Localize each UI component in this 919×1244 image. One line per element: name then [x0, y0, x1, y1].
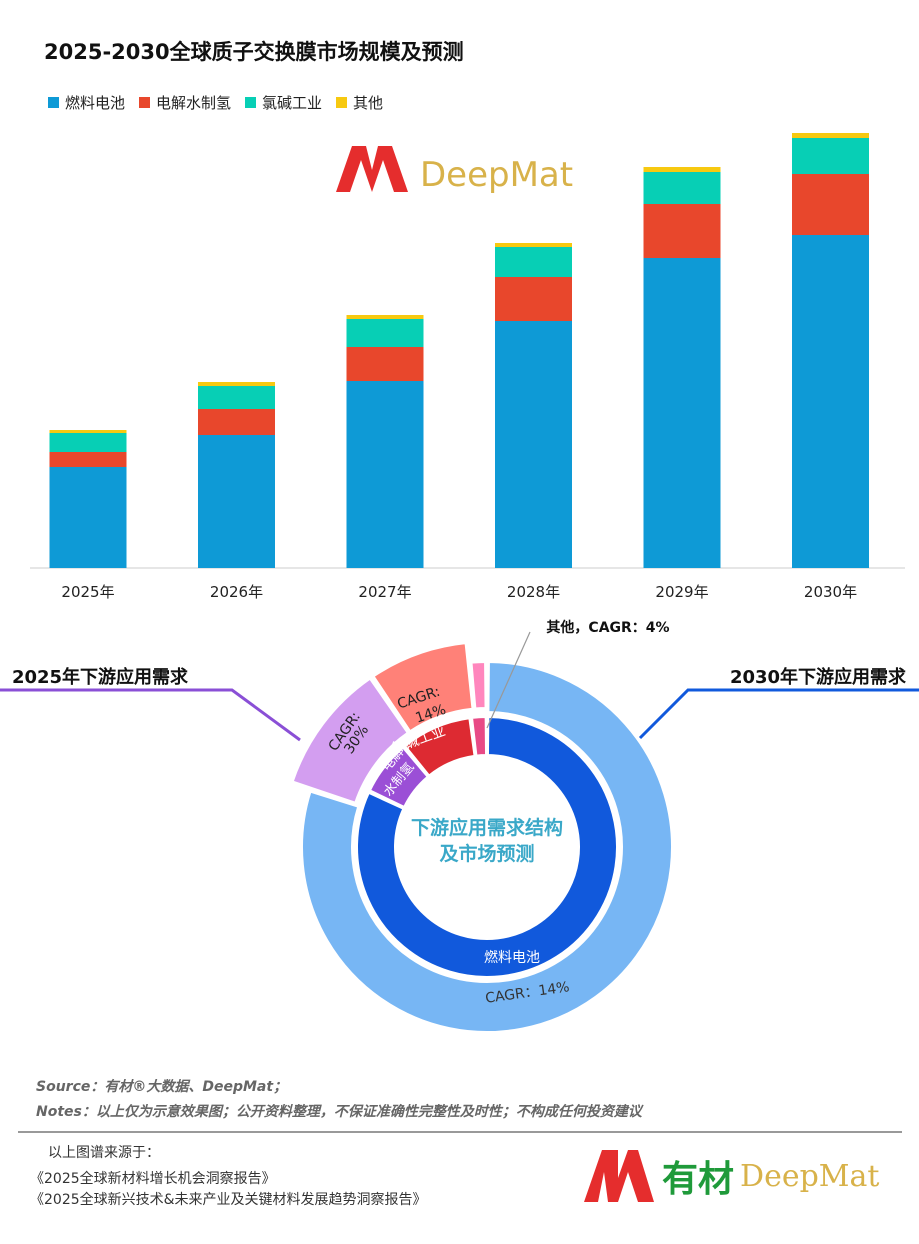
outer-segment-3 [470, 660, 487, 710]
x-tick-label: 2028年 [507, 583, 560, 601]
bar-3-3 [495, 243, 572, 247]
bar-1-0 [49, 452, 127, 467]
bar-chart: DeepMat 2025年 2026年 2027年 2028年 2029年 2030年 [30, 133, 905, 601]
bar-2-0 [49, 433, 127, 452]
x-tick-label: 2030年 [804, 583, 857, 601]
legend-swatch [245, 97, 257, 108]
right-ring-label: 2030年下游应用需求 [730, 666, 907, 688]
bar-1-5 [792, 174, 869, 235]
legend-label: 电解水制氢 [156, 94, 232, 112]
bar-2-3 [495, 247, 572, 277]
bar-1-4 [643, 204, 721, 258]
x-tick-label: 2027年 [358, 583, 411, 601]
bar-0-5 [792, 235, 869, 568]
bar-3-0 [49, 430, 127, 433]
bar-0-1 [198, 435, 275, 568]
legend-item: 氯碱工业 [245, 92, 322, 113]
bar-2-4 [643, 172, 721, 204]
divider [18, 1131, 902, 1133]
chart-title: 2025-2030全球质子交换膜市场规模及预测 [44, 40, 464, 64]
x-tick-label: 2029年 [655, 583, 708, 601]
legend-swatch [48, 97, 59, 108]
inner-segment-3 [470, 715, 488, 757]
x-tick-label: 2026年 [210, 583, 263, 601]
logo-cn: 有材 [662, 1159, 735, 1200]
ref-item: 《2025全球新兴技术&未来产业及关键材料发展趋势洞察报告》 [30, 1192, 427, 1208]
notes-text: Notes：以上仅为示意效果图；公开资料整理，不保证准确性完整性及时性；不构成任… [36, 1104, 642, 1120]
center-label: 及市场预测 [439, 842, 534, 865]
bar-0-4 [643, 258, 721, 568]
inner-segment-1 [368, 746, 430, 809]
right-leader-line [638, 688, 919, 740]
bar-2-5 [792, 138, 869, 174]
bar-3-2 [346, 315, 424, 319]
other-leader-line [486, 631, 531, 729]
inner-segment-2 [403, 717, 476, 777]
legend-item: 燃料电池 [48, 92, 125, 113]
ref-item: 《2025全球新材料增长机会洞察报告》 [30, 1171, 276, 1187]
legend-item: 其他 [336, 92, 383, 113]
legend-label: 燃料电池 [65, 94, 126, 112]
outer-segment-2 [372, 642, 474, 733]
left-ring-label: 2025年下游应用需求 [12, 666, 189, 688]
bar-1-2 [346, 347, 424, 381]
bar-3-1 [198, 382, 275, 386]
legend-swatch [336, 97, 348, 108]
bar-3-4 [643, 167, 721, 172]
logo-mark-icon [584, 1150, 654, 1202]
left-leader-line [0, 688, 301, 742]
footer-logo: 有材 DeepMat [582, 1148, 879, 1204]
logo-en: DeepMat [740, 1158, 880, 1194]
bar-2-1 [198, 386, 275, 409]
legend-label: 氯碱工业 [262, 94, 323, 112]
watermark-logo: DeepMat [336, 146, 573, 195]
bar-0-2 [346, 381, 424, 568]
bar-2-2 [346, 319, 424, 347]
other-cagr-label: 其他，CAGR：4% [546, 619, 669, 636]
bar-1-3 [495, 277, 572, 321]
legend-item: 电解水制氢 [139, 92, 231, 113]
legend-swatch [139, 97, 151, 108]
ref-title: 以上图谱来源于： [48, 1145, 160, 1161]
watermark-text: DeepMat [420, 155, 573, 195]
bar-1-1 [198, 409, 275, 435]
bar-0-3 [495, 321, 572, 568]
source-text: Source：有材®大数据、DeepMat； [36, 1079, 288, 1095]
donut-chart: 下游应用需求结构及市场预测燃料电池CAGR：14%氯碱工业电解水制氢CAGR:3… [0, 619, 919, 1033]
outer-segment-0 [301, 660, 673, 1033]
bar-3-5 [792, 133, 869, 138]
x-tick-label: 2025年 [61, 583, 114, 601]
inner-segment-0 [356, 715, 618, 978]
fuel-cell-label: 燃料电池 [484, 949, 540, 966]
center-label: 下游应用需求结构 [411, 816, 563, 839]
legend: 燃料电池 电解水制氢 氯碱工业 其他 [48, 92, 383, 113]
legend-label: 其他 [353, 94, 384, 112]
bar-0-0 [49, 467, 127, 568]
outer-segment-1 [291, 677, 410, 804]
